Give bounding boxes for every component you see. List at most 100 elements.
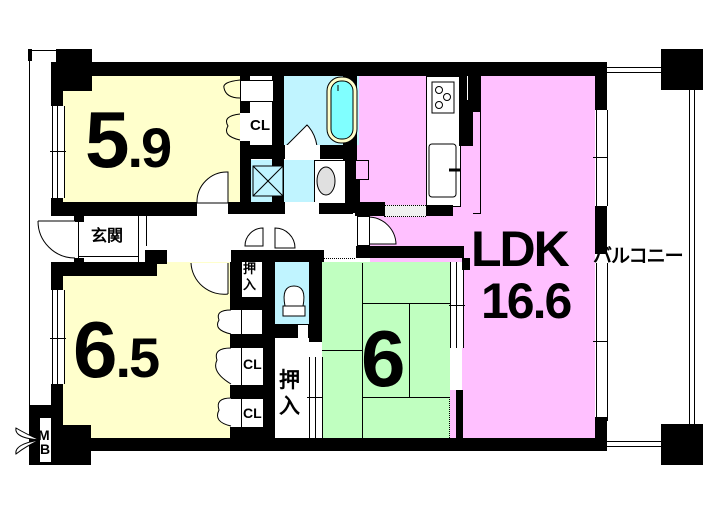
- bath-door-icon: [284, 124, 318, 147]
- toilet-tank: [298, 325, 308, 343]
- ldk-door-jamb: [357, 216, 370, 246]
- entrance-door-swing-icon: [37, 220, 76, 259]
- wall-corridor-lower: [145, 250, 167, 264]
- balcony-rail-top: [607, 67, 662, 73]
- window-ldk-lower-tick: [593, 341, 607, 342]
- closet-6-5-top: [230, 310, 262, 334]
- wall-bottom: [63, 438, 607, 451]
- closet-label-5-9: CL: [250, 117, 270, 134]
- closet-6-5-bottom-div: [241, 399, 242, 427]
- entrance-step-bottom: [78, 256, 138, 257]
- closet-label-6-5-a: CL: [243, 356, 262, 372]
- window-6-5-tick: [50, 338, 66, 339]
- wall-left-upper: [51, 62, 63, 106]
- oshiire-large-label-1: 押: [279, 368, 300, 392]
- washitsu-label: 6: [361, 314, 405, 403]
- washitsu-post: [456, 390, 463, 438]
- washroom-door-sill: [247, 212, 283, 217]
- meter-box-label-b: B: [40, 441, 51, 457]
- meter-box: [40, 418, 51, 462]
- kitchen-rail: [473, 112, 481, 214]
- entrance-label: 玄関: [91, 226, 124, 245]
- wall-toilet-right: [309, 262, 322, 342]
- window-6-5: [52, 290, 65, 384]
- hall-sill: [323, 258, 355, 263]
- balcony-rail-bottom: [607, 441, 662, 447]
- oshiire-small-label-2: 入: [243, 278, 257, 293]
- wall-ldk-right-top: [595, 62, 607, 110]
- closet-5-9-lower: [240, 113, 272, 141]
- washitsu-sliding-tick: [449, 305, 465, 306]
- ldk-size-label: 16.6: [481, 273, 572, 329]
- ldk-label: LDK: [471, 221, 570, 277]
- toilet-vent: [275, 338, 283, 343]
- tatami-h3: [362, 397, 450, 398]
- tatami-h1: [362, 303, 450, 304]
- washitsu-gap: [450, 348, 462, 390]
- closet-6-5-mid-div: [241, 348, 242, 385]
- room-6-5-dec: .5: [115, 326, 161, 389]
- room-6-5-int: 6: [73, 305, 117, 394]
- toilet-icon: [282, 285, 306, 317]
- wall-ldk-ledge: [355, 202, 385, 216]
- tatami-h2: [322, 350, 362, 351]
- wall-6-5-top: [51, 262, 157, 276]
- room-5-9-dec: .9: [127, 116, 173, 179]
- outer-corridor-line: [29, 50, 30, 445]
- window-ldk-upper: [596, 110, 608, 206]
- door-5-9-swing-icon: [196, 171, 229, 204]
- corridor-endcap: [28, 49, 32, 61]
- window-ldk-upper-tick: [593, 157, 607, 158]
- oshiire-large: [275, 357, 309, 438]
- window-5-9-mid: [57, 106, 58, 198]
- entrance-right-edge: [138, 216, 139, 274]
- wall-top: [51, 62, 607, 76]
- outer-corridor-top: [29, 50, 57, 51]
- meter-box-doors-icon: [15, 427, 41, 455]
- sink-icon: [428, 143, 460, 198]
- ldk-nook: [356, 160, 369, 180]
- ldk-door-icon: [368, 216, 397, 245]
- kitchen-base: [426, 205, 453, 216]
- washbasin-icon: [316, 166, 336, 196]
- window-6-5-mid: [57, 290, 58, 384]
- closet-6-5-mid: [230, 348, 263, 385]
- kitchen-wall-back-b: [459, 112, 473, 146]
- closet-5-9-doors-icon: [223, 79, 241, 141]
- room-6-5-label: 6.5: [73, 310, 161, 390]
- kitchen-wall-back: [459, 75, 481, 112]
- wall-5-9-bottom: [51, 202, 197, 216]
- tatami-v2: [409, 303, 410, 397]
- closet-6-5-bottom: [230, 399, 263, 427]
- stove-icon: [431, 81, 455, 114]
- entrance-area: [80, 216, 138, 256]
- balcony-pillar-top: [661, 49, 703, 90]
- wall-ldk-left-upper: [355, 160, 360, 205]
- window-5-9: [52, 106, 65, 198]
- balcony-rail-right: [689, 90, 695, 424]
- room-5-9-int: 5: [85, 95, 129, 184]
- window-ldk-lower: [596, 263, 608, 421]
- closet-label-6-5-b: CL: [243, 405, 262, 421]
- wall-ldk-right-mid: [595, 206, 607, 254]
- oshiire-small-label-1: 押: [243, 262, 257, 277]
- wall-6-5-left-top: [51, 262, 63, 290]
- wall-toilet-bottom: [263, 324, 322, 338]
- washroom-floor: [285, 202, 319, 214]
- meter-box-label-m: M: [38, 427, 50, 443]
- room-6-5-fill: [63, 263, 231, 439]
- closet-5-9-upper: [240, 80, 274, 102]
- wall-hall-bottom: [231, 250, 324, 262]
- balcony-label: バルコニー: [593, 245, 684, 267]
- closet-6-5-doors-icon: [215, 309, 232, 427]
- closet-6-5-top-div: [241, 310, 242, 334]
- toilet-door-icon: [274, 227, 296, 249]
- door-6-5-swing-icon: [190, 262, 229, 295]
- kitchen-hood-line: [467, 76, 468, 100]
- kitchen-sill: [384, 205, 426, 217]
- oshiire-small: [242, 262, 262, 297]
- wall-ldk-left-lower: [462, 258, 470, 270]
- wall-hall-bottom-b: [356, 246, 464, 258]
- bathtub-icon: [326, 76, 358, 144]
